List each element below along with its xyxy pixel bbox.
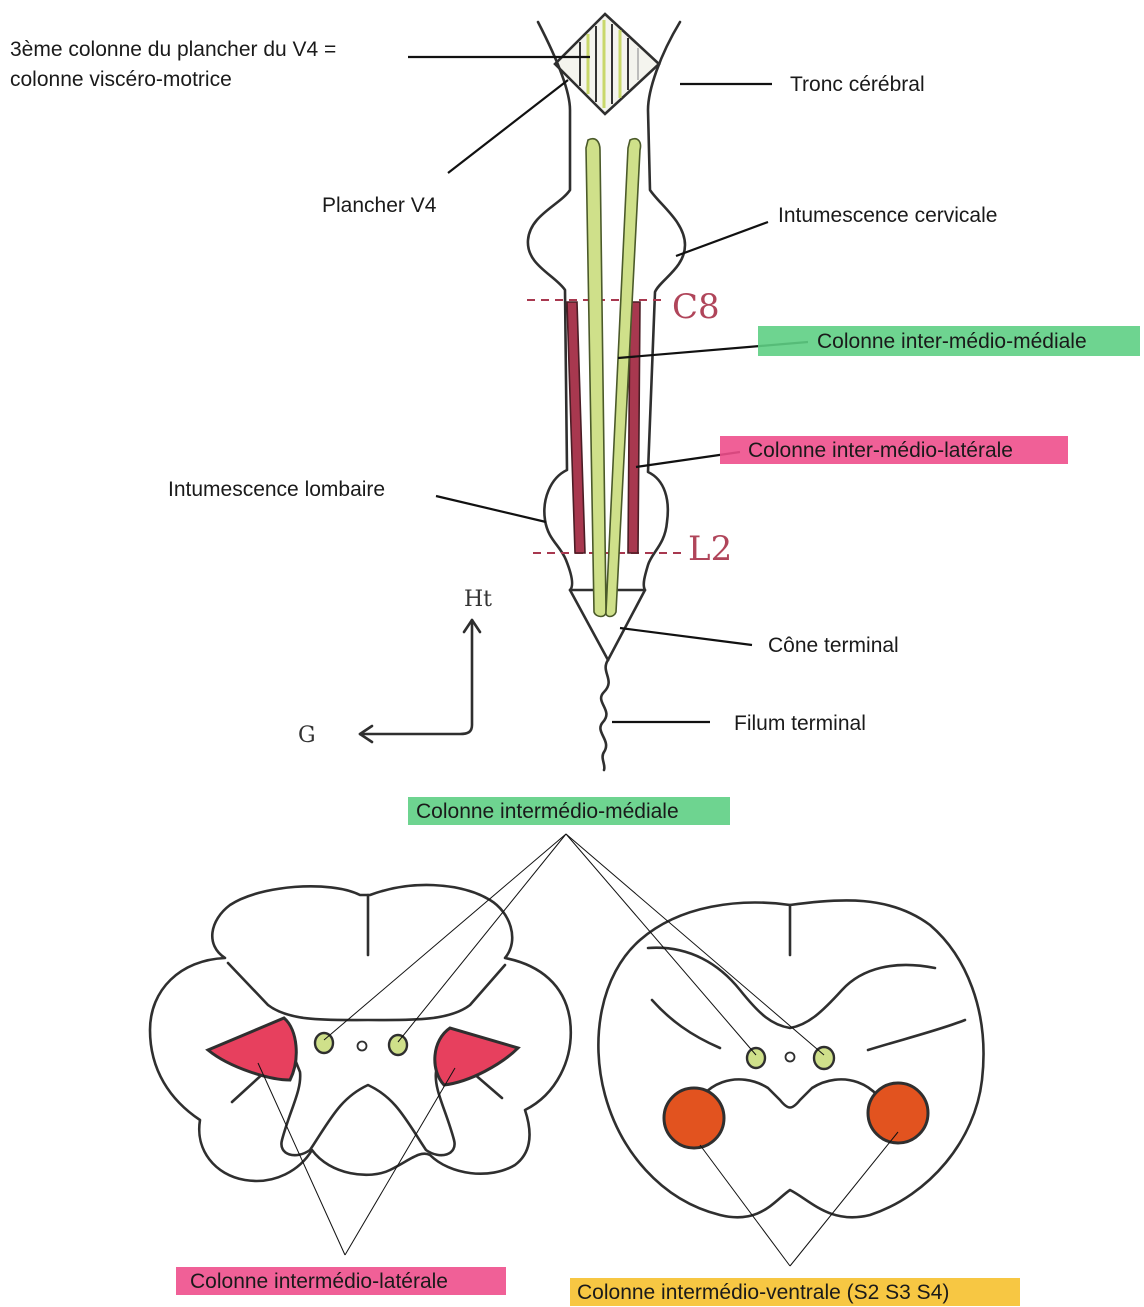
central-canal-b: [786, 1053, 795, 1062]
medial-nucleus-right-a: [389, 1035, 407, 1055]
lateral-horn-right: [435, 1028, 518, 1085]
label-v4-col-line1: 3ème colonne du plancher du V4 =: [10, 38, 336, 61]
v4-floor-diamond: [555, 14, 659, 114]
orientation-axes: Ht G: [298, 587, 492, 748]
label-filum: Filum terminal: [734, 712, 866, 735]
label-tronc: Tronc cérébral: [790, 73, 925, 96]
l2-level-label: L2: [688, 529, 732, 569]
ventral-nucleus-left: [664, 1088, 724, 1148]
cross-section-sacral: [598, 900, 983, 1217]
label-bottom-ventral: Colonne intermédio-ventrale (S2 S3 S4): [577, 1281, 949, 1304]
medial-nucleus-left-b: [747, 1048, 765, 1068]
cross-section-thoracic: [150, 885, 571, 1181]
ventral-nucleus-right: [868, 1083, 928, 1143]
label-iml-medial: Colonne inter-médio-médiale: [817, 330, 1087, 353]
leader-plancher: [448, 80, 568, 173]
bottom-leaders: [258, 834, 898, 1266]
leader-lombaire: [436, 496, 546, 522]
label-bottom-lateral: Colonne intermédio-latérale: [190, 1270, 448, 1293]
green-column-left: [586, 139, 606, 617]
axis-left-label: G: [298, 723, 316, 748]
leader-cervicale: [676, 222, 768, 256]
lateral-horn-left: [208, 1018, 296, 1080]
red-column-left: [567, 302, 585, 553]
label-int-cervicale: Intumescence cervicale: [778, 204, 997, 227]
label-v4-col-line2: colonne viscéro-motrice: [10, 68, 232, 91]
filum-terminal: [600, 660, 608, 770]
medial-nucleus-left-a: [315, 1033, 333, 1053]
c8-level-label: C8: [672, 287, 720, 327]
leader-cone: [620, 628, 752, 645]
label-iml-lateral: Colonne inter-médio-latérale: [748, 439, 1013, 462]
spinal-cord-longitudinal: C8 L2 Ht G: [298, 14, 808, 770]
label-bottom-medial: Colonne intermédio-médiale: [416, 800, 679, 823]
medial-nucleus-right-b: [814, 1047, 834, 1069]
label-plancher: Plancher V4: [322, 194, 437, 217]
label-int-lombaire: Intumescence lombaire: [168, 478, 385, 501]
central-canal-a: [358, 1042, 367, 1051]
axis-up-label: Ht: [464, 587, 492, 612]
label-cone: Cône terminal: [768, 634, 899, 657]
